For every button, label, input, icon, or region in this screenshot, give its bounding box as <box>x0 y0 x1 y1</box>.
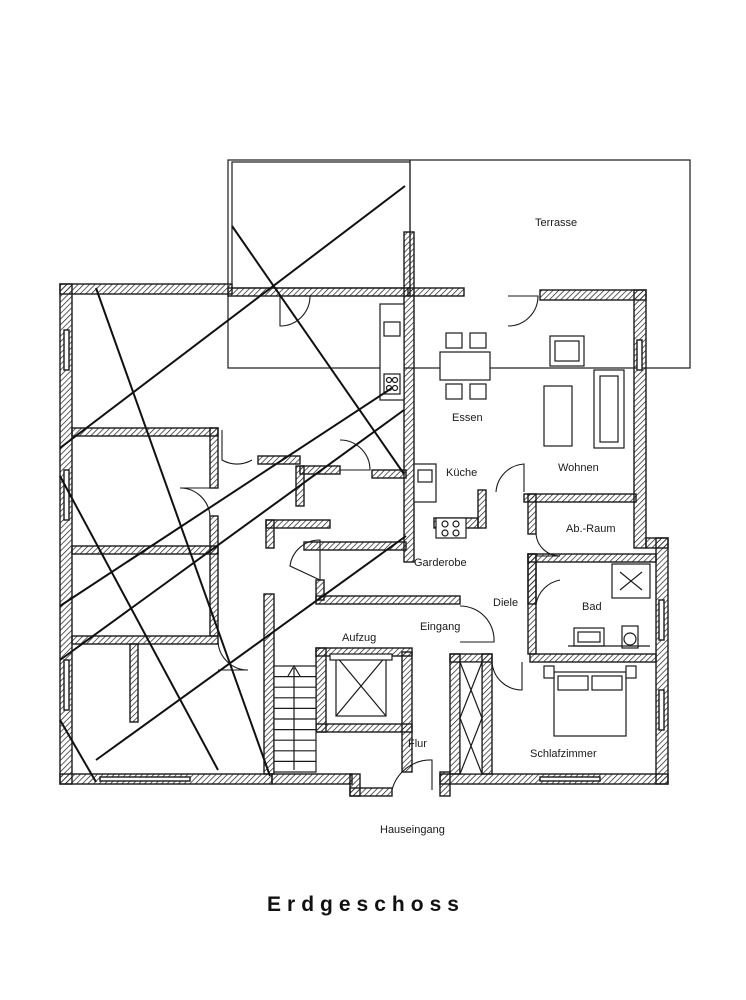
label-hauseingang: Hauseingang <box>380 824 445 836</box>
label-essen: Essen <box>452 412 483 424</box>
plan-title: Erdgeschoss <box>267 893 465 916</box>
label-flur: Flur <box>408 738 427 750</box>
crossed-out-lines <box>59 185 407 783</box>
label-kueche: Küche <box>446 467 477 479</box>
label-bad: Bad <box>582 601 602 613</box>
label-wohnen: Wohnen <box>558 462 599 474</box>
elevator-shaft <box>329 653 393 717</box>
room-labels: Terrasse Essen Wohnen Küche Ab.-Raum Gar… <box>342 217 616 836</box>
label-terrasse: Terrasse <box>535 217 577 229</box>
doors <box>179 295 561 791</box>
wardrobe <box>459 661 483 775</box>
double-bed <box>543 665 637 737</box>
label-diele: Diele <box>493 597 518 609</box>
outer-walls <box>59 283 669 797</box>
label-eingang: Eingang <box>420 621 460 633</box>
staircase <box>273 664 317 773</box>
label-aufzug: Aufzug <box>342 632 376 644</box>
stair-direction-arrow <box>287 664 301 770</box>
label-schlafzimmer: Schlafzimmer <box>530 748 597 760</box>
label-garderobe: Garderobe <box>414 557 467 569</box>
living-furniture <box>543 335 625 449</box>
bathroom-fixtures <box>568 563 651 649</box>
kitchen-counter <box>379 303 467 539</box>
dining-table <box>439 332 491 400</box>
label-abraum: Ab.-Raum <box>566 523 616 535</box>
